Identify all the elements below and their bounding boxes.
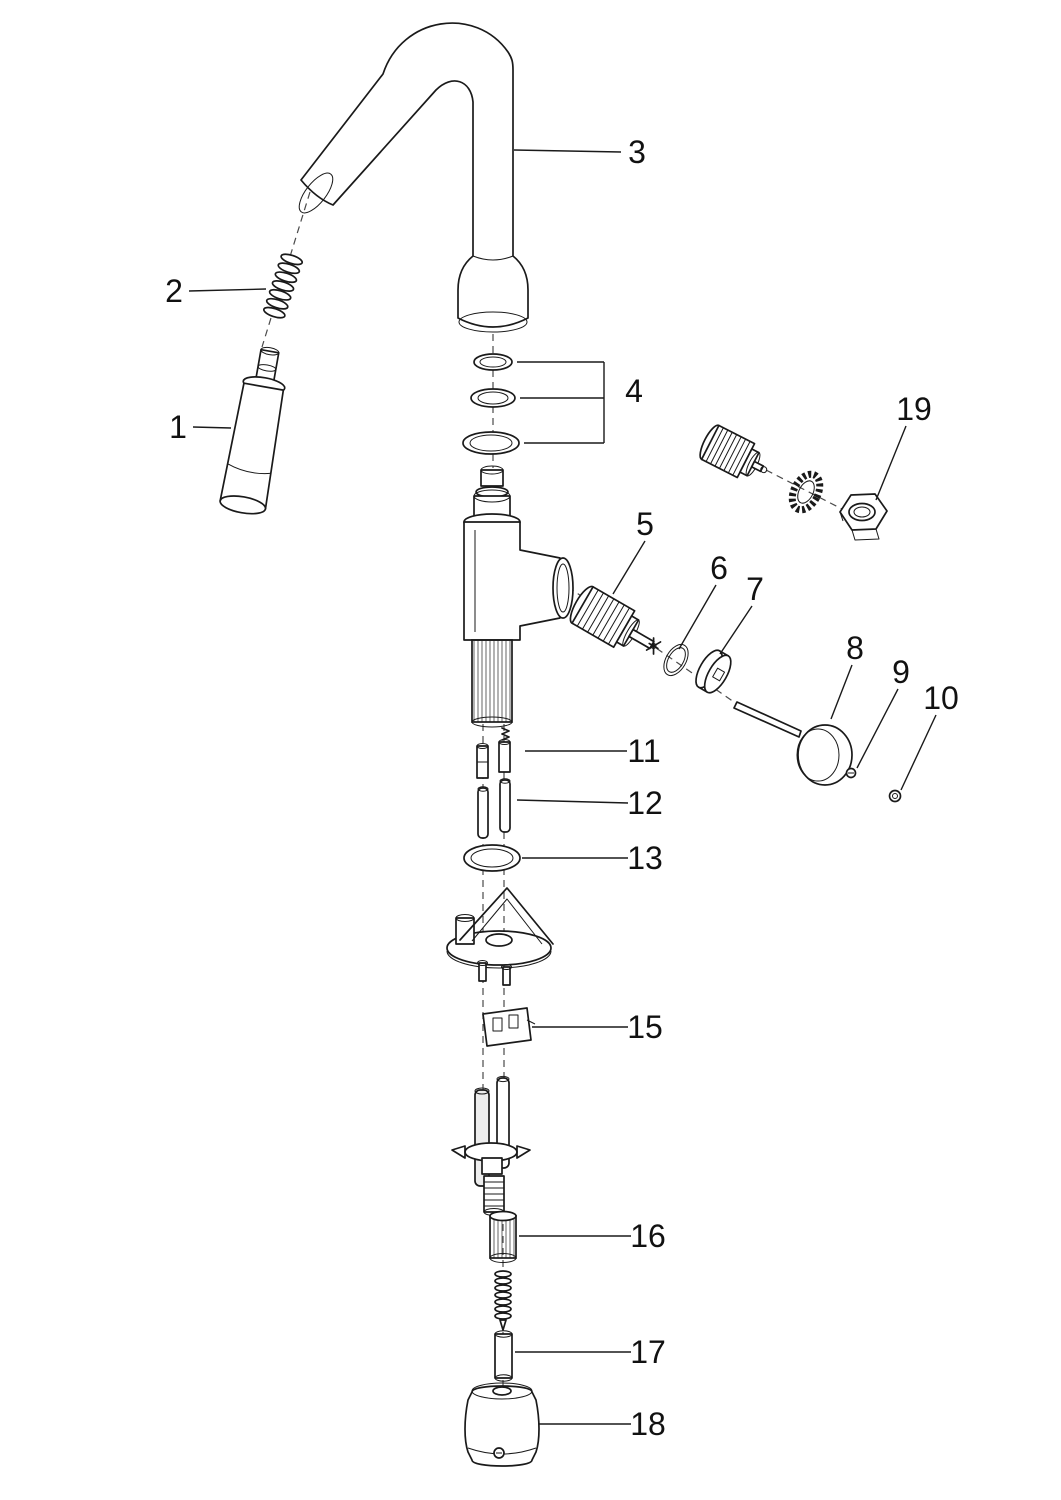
leader-7 — [719, 605, 753, 655]
part-hose-weight — [464, 1382, 540, 1467]
part-diverter-assembly — [699, 424, 888, 541]
supply-tubes — [451, 1075, 531, 1216]
assembly-axes — [261, 191, 843, 1392]
callout-15: 15 — [627, 1009, 663, 1045]
callout-16: 16 — [630, 1218, 666, 1254]
leader-6 — [678, 584, 717, 650]
part-cap — [695, 649, 732, 694]
callout-9: 9 — [892, 654, 910, 690]
callout-labels: 1 2 3 4 5 6 7 8 9 10 11 12 13 15 16 17 1… — [165, 134, 959, 1442]
part-check-valves — [476, 727, 511, 779]
small-spring — [494, 1270, 512, 1331]
callout-6: 6 — [710, 550, 728, 586]
callout-3: 3 — [628, 134, 646, 170]
part-guide-sleeve — [494, 1330, 513, 1382]
callout-17: 17 — [630, 1334, 666, 1370]
faucet-body — [463, 465, 574, 728]
part-base-o-ring — [463, 844, 521, 872]
leader-10 — [900, 714, 937, 791]
part-spray-wand — [219, 346, 286, 515]
callout-5: 5 — [636, 506, 654, 542]
mounting-bracket — [446, 887, 554, 986]
callout-10: 10 — [923, 680, 959, 716]
callout-18: 18 — [630, 1406, 666, 1442]
part-o-ring — [663, 643, 689, 677]
part-set-screw — [888, 789, 902, 803]
leader-4 — [517, 361, 605, 444]
leader-5 — [612, 540, 646, 595]
callout-13: 13 — [627, 840, 663, 876]
part-mounting-clamp — [482, 1007, 536, 1047]
callout-4: 4 — [625, 373, 643, 409]
callout-7: 7 — [746, 571, 764, 607]
part-connection-hoses — [477, 778, 511, 839]
leader-1 — [192, 426, 232, 429]
part-spout — [298, 22, 529, 333]
part-hose-adapter — [489, 1210, 517, 1263]
part-screw — [845, 767, 857, 779]
part-spring — [262, 253, 304, 319]
leader-12 — [516, 799, 629, 804]
leader-2 — [188, 288, 267, 292]
callout-leaders — [188, 149, 937, 1425]
leader-3 — [513, 149, 622, 153]
callout-1: 1 — [169, 409, 187, 445]
part-lever-handle — [733, 701, 853, 786]
callout-8: 8 — [846, 630, 864, 666]
callout-12: 12 — [627, 785, 663, 821]
callout-2: 2 — [165, 273, 183, 309]
part-cartridge — [569, 585, 662, 655]
callout-11: 11 — [627, 733, 660, 769]
part-seal-ring-set — [462, 353, 520, 455]
callout-19: 19 — [896, 391, 932, 427]
leader-8 — [830, 664, 853, 720]
leader-9 — [856, 688, 899, 769]
leader-19 — [875, 425, 907, 501]
